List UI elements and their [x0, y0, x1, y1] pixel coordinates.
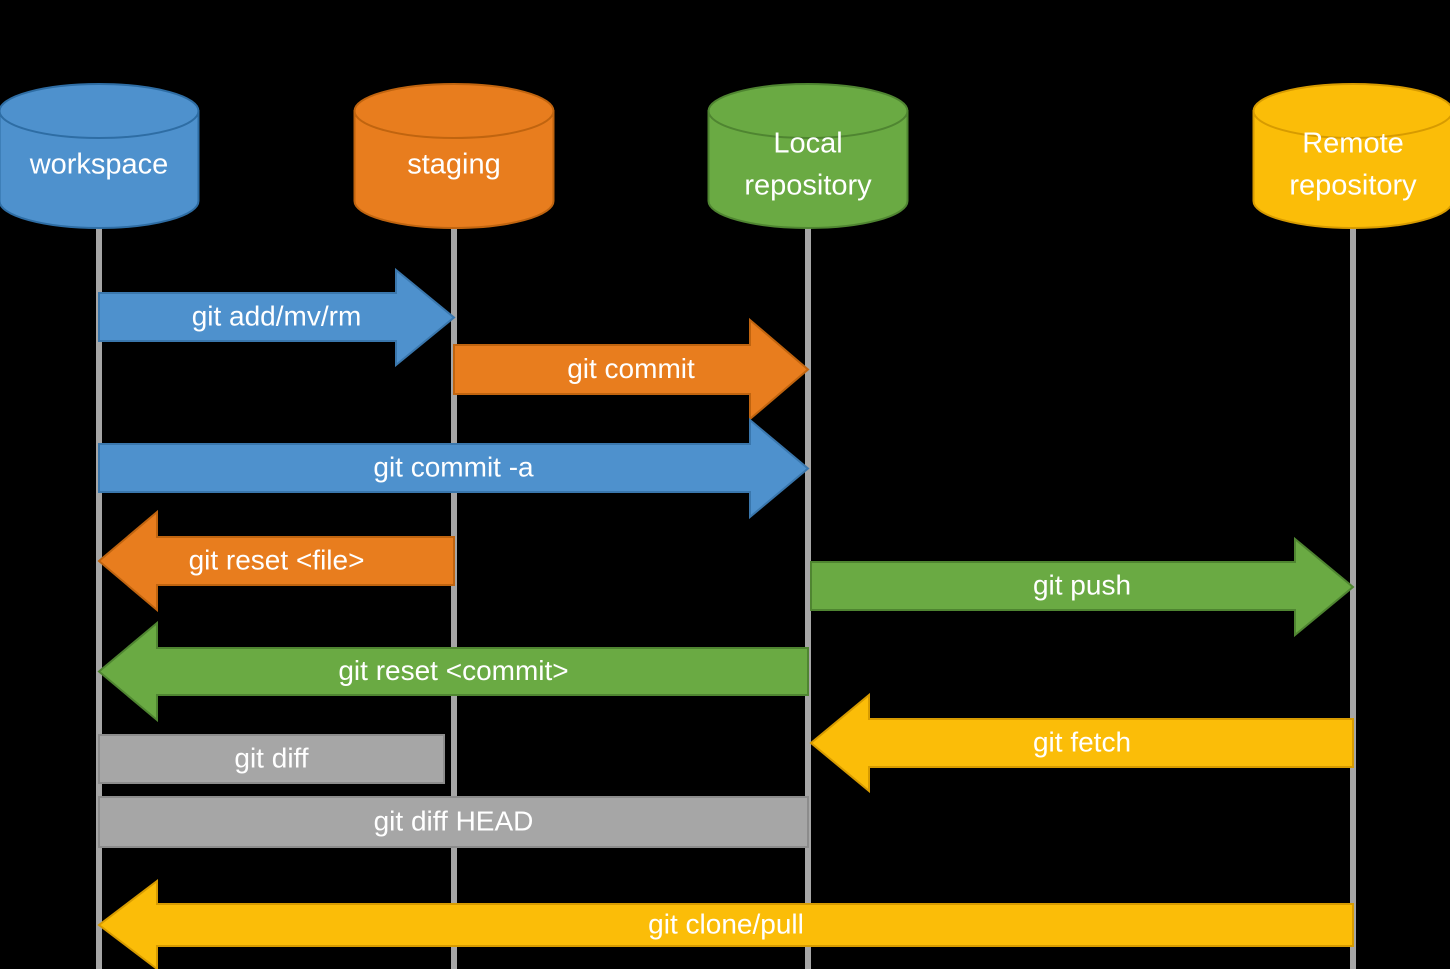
arrow-shape-git-diff	[98, 734, 445, 784]
cylinder-body-staging	[353, 110, 555, 229]
arrow-shape-git-add-mv-rm	[98, 267, 456, 368]
lifeline-workspace	[96, 222, 102, 969]
arrow-git-diff[interactable]: git diff	[98, 734, 445, 784]
node-local-repository[interactable]: Local repository	[707, 83, 909, 229]
arrow-shape-git-commit-a	[98, 417, 810, 520]
arrow-label-git-reset-file: git reset <file>	[189, 544, 365, 575]
cylinder-body-local-repository	[707, 110, 909, 229]
arrow-label-git-commit-a: git commit -a	[373, 451, 534, 482]
arrow-label-git-reset-commit: git reset <commit>	[338, 655, 568, 686]
node-remote-repository[interactable]: Remote repository	[1252, 83, 1450, 229]
lifeline-remote-repository	[1350, 222, 1356, 969]
arrow-shape-git-fetch	[809, 692, 1354, 794]
arrow-shape-git-diff-head	[98, 796, 809, 848]
node-workspace[interactable]: workspace	[0, 83, 200, 229]
cylinder-body-remote-repository	[1252, 110, 1450, 229]
lifeline-local-repository	[805, 222, 811, 969]
arrow-label-git-add-mv-rm: git add/mv/rm	[192, 300, 362, 331]
node-label-workspace: workspace	[29, 149, 169, 181]
cylinder-top-remote-repository	[1252, 83, 1450, 139]
arrow-label-git-push: git push	[1033, 569, 1131, 600]
arrow-shape-git-clone-pull	[97, 878, 1354, 969]
cylinder-top-workspace	[0, 83, 200, 139]
arrow-git-reset-file[interactable]: git reset <file>	[97, 509, 455, 613]
arrow-label-git-commit: git commit	[567, 353, 695, 384]
cylinder-body-workspace	[0, 110, 200, 229]
arrow-shape-git-commit	[453, 317, 810, 422]
arrow-git-commit-a[interactable]: git commit -a	[98, 417, 810, 520]
arrow-shape-git-reset-file	[97, 509, 455, 613]
arrow-git-reset-commit[interactable]: git reset <commit>	[97, 620, 809, 723]
node-label2-local-repository: repository	[744, 170, 872, 202]
arrow-git-diff-head[interactable]: git diff HEAD	[98, 796, 809, 848]
arrow-label-git-diff: git diff	[234, 742, 308, 773]
arrow-shape-git-push	[810, 536, 1355, 638]
node-staging[interactable]: staging	[353, 83, 555, 229]
arrow-git-add-mv-rm[interactable]: git add/mv/rm	[98, 267, 456, 368]
node-label2-remote-repository: repository	[1289, 170, 1417, 202]
arrow-label-git-diff-head: git diff HEAD	[374, 805, 534, 836]
arrow-git-commit[interactable]: git commit	[453, 317, 810, 422]
arrow-git-push[interactable]: git push	[810, 536, 1355, 638]
arrow-git-fetch[interactable]: git fetch	[809, 692, 1354, 794]
cylinder-top-local-repository	[707, 83, 909, 139]
arrow-label-git-fetch: git fetch	[1033, 726, 1131, 757]
node-label-remote-repository: Remote	[1302, 128, 1404, 160]
lifeline-staging	[451, 222, 457, 969]
arrow-git-clone-pull[interactable]: git clone/pull	[97, 878, 1354, 969]
cylinder-top-staging	[353, 83, 555, 139]
arrow-shape-git-reset-commit	[97, 620, 809, 723]
node-label-staging: staging	[407, 149, 501, 181]
node-label-local-repository: Local	[773, 128, 842, 160]
arrow-label-git-clone-pull: git clone/pull	[648, 908, 804, 939]
